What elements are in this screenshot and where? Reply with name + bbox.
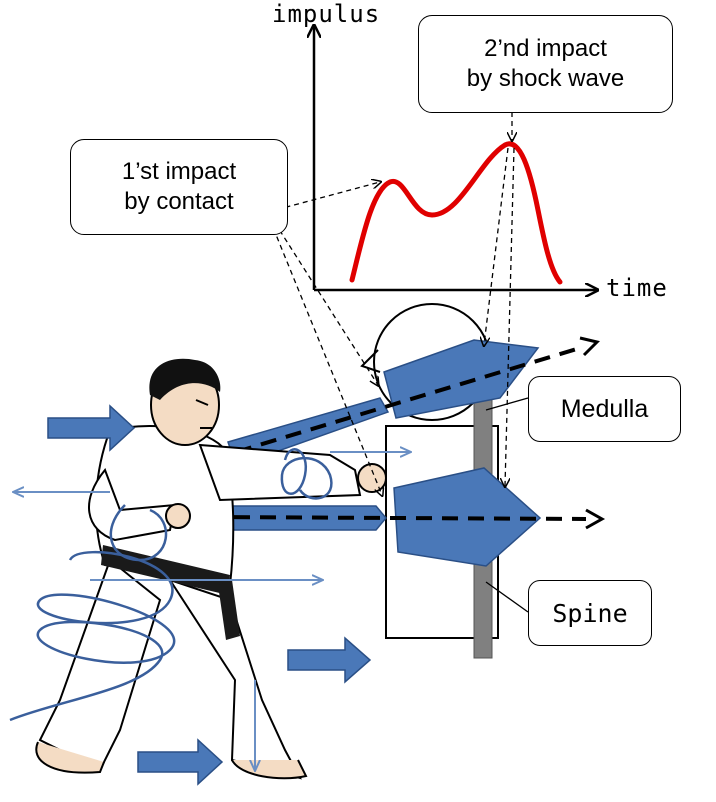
second-impact-line2: by shock wave [466, 65, 625, 92]
upper-trajectory-line [235, 346, 581, 454]
leader-spine [485, 581, 529, 613]
y-axis-label: impulus [272, 0, 381, 28]
label-leaders [485, 397, 529, 613]
first-impact-callout: 1’st impact by contact [70, 139, 288, 235]
leader-first-to-chest [269, 219, 382, 495]
thin-motion-arrows [14, 452, 410, 770]
second-impact-line1: 2’nd impact [484, 35, 607, 62]
punching-arm [198, 443, 362, 502]
graph-axes [314, 26, 597, 290]
leader-medulla [485, 397, 529, 411]
karate-fighter-icon [35, 358, 387, 780]
spiral-mid-body [109, 504, 168, 562]
lower-trajectory-head [585, 508, 606, 530]
x-axis-label: time [606, 274, 668, 302]
upper-trajectory-head [579, 336, 600, 357]
block-arrow-head-level [47, 404, 136, 452]
leader-second-to-head [484, 147, 509, 345]
rear-fist [165, 503, 191, 529]
medulla-label: Medulla [528, 376, 681, 442]
leader-first-to-head [269, 214, 378, 385]
first-impact-line2: by contact [124, 188, 234, 215]
upper-shock-pentagon [383, 339, 540, 419]
fighter-hair [149, 358, 221, 400]
impulse-curve [349, 141, 563, 285]
spiral-arm [280, 448, 333, 500]
spine-label: Spine [528, 580, 652, 646]
nose-outline [360, 349, 381, 373]
right-foot [231, 759, 308, 780]
spiral-lower-body [9, 550, 176, 722]
block-arrow-knee [287, 636, 372, 684]
first-impact-line1: 1’st impact [121, 158, 237, 185]
lower-shock-pentagon [393, 467, 542, 567]
upper-impact-arrow [227, 336, 600, 467]
second-impact-callout: 2’nd impact by shock wave [418, 15, 673, 113]
leader-second-to-chest [505, 147, 515, 486]
fighter-eye [195, 399, 209, 406]
lower-trajectory-line [207, 515, 587, 521]
left-foot [35, 741, 105, 774]
block-arrows [47, 404, 372, 786]
punching-fist [357, 463, 387, 493]
block-arrow-feet [137, 738, 224, 786]
belt-tail [218, 580, 240, 640]
left-leg [38, 558, 162, 772]
spiral-motion [9, 448, 333, 722]
